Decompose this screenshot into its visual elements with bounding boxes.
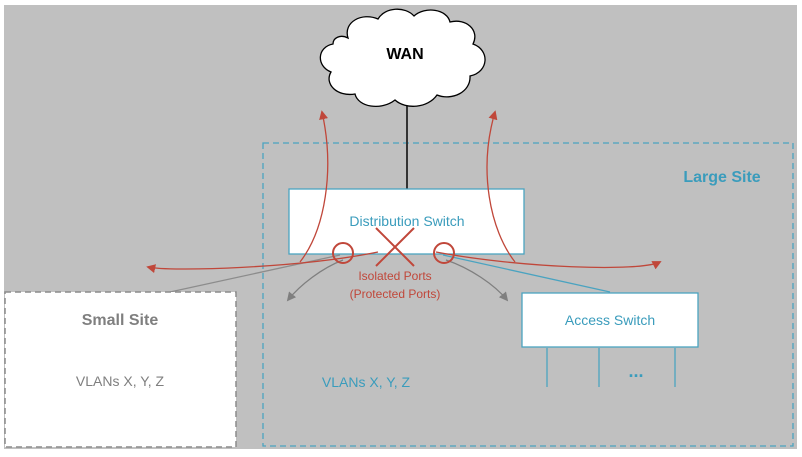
large-site-label: Large Site (683, 169, 760, 186)
access-switch-box (521, 292, 699, 348)
isolated-port-left (332, 242, 354, 264)
access-switch-more-ellipsis: ... (628, 361, 643, 381)
protected-ports-label: (Protected Ports) (350, 287, 441, 301)
large-site-vlans-label: VLANs X, Y, Z (322, 374, 411, 390)
wan-cloud: WAN (319, 8, 486, 108)
isolated-ports-label: Isolated Ports (358, 269, 431, 283)
blocked-x-icon (375, 227, 415, 267)
blocked-path-right (445, 259, 509, 302)
small-site-box (4, 291, 237, 448)
traffic-arrow-left-up (299, 110, 329, 263)
access-switch-port-lines (546, 348, 676, 387)
large-site-boundary (262, 142, 794, 447)
traffic-arrow-right-to-wan (435, 251, 662, 270)
small-site-vlans-label: VLANs X, Y, Z (76, 373, 165, 389)
link-to-access-switch (442, 254, 611, 293)
distribution-switch-box (288, 188, 525, 255)
access-switch-label: Access Switch (565, 312, 655, 328)
traffic-arrow-right-up (486, 110, 516, 263)
link-to-small-site (169, 254, 341, 293)
traffic-arrow-left-to-wan (146, 251, 379, 274)
distribution-switch-label: Distribution Switch (349, 213, 464, 229)
isolated-port-right (433, 242, 455, 264)
small-site-label: Small Site (82, 312, 159, 329)
blocked-path-left (286, 259, 344, 302)
wan-label: WAN (386, 46, 423, 63)
